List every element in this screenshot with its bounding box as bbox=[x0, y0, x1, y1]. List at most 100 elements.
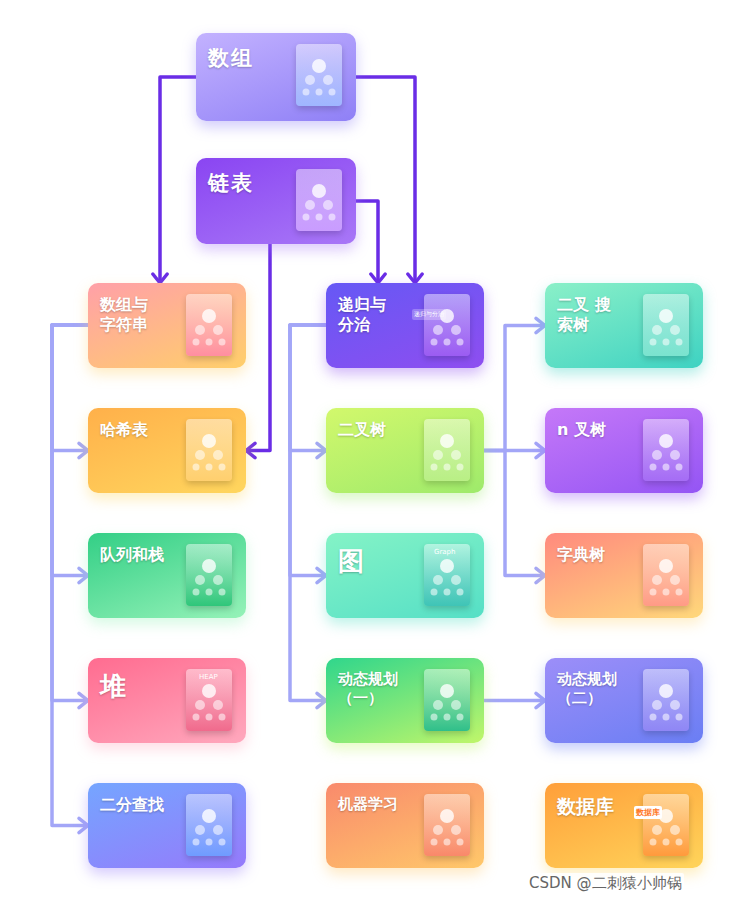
thumbnail-dot bbox=[195, 575, 205, 585]
thumbnail-dot bbox=[444, 839, 451, 846]
thumbnail-dot bbox=[329, 89, 336, 96]
thumbnail-dot bbox=[457, 714, 464, 721]
thumbnail-art bbox=[186, 794, 232, 856]
thumbnail-art bbox=[424, 669, 470, 731]
thumbnail-dot bbox=[213, 325, 223, 335]
topic-title: 数据库 bbox=[545, 783, 625, 819]
thumbnail-dot bbox=[670, 700, 680, 710]
topic-card: 链表 bbox=[196, 158, 356, 244]
topic-title: 动态规划 （二） bbox=[545, 658, 625, 708]
thumbnail-dot bbox=[193, 339, 200, 346]
thumbnail-art bbox=[186, 294, 232, 356]
thumbnail-dot bbox=[431, 339, 438, 346]
thumbnail-dot bbox=[193, 839, 200, 846]
thumbnail-dot bbox=[323, 75, 333, 85]
topic-title: 链表 bbox=[196, 158, 278, 196]
thumbnail-dot bbox=[433, 325, 443, 335]
topic-title: 图 bbox=[326, 533, 406, 578]
thumbnail-dot bbox=[676, 714, 683, 721]
topic-thumbnail bbox=[643, 669, 689, 731]
topic-card: 动态规划 （二） bbox=[545, 658, 703, 743]
thumbnail-dot bbox=[652, 575, 662, 585]
thumbnail-dot bbox=[433, 575, 443, 585]
arrow-head bbox=[79, 818, 88, 832]
thumbnail-dot bbox=[451, 825, 461, 835]
thumbnail-dot bbox=[316, 89, 323, 96]
thumbnail-dot bbox=[202, 309, 216, 323]
topic-thumbnail bbox=[186, 419, 232, 481]
thumbnail-art bbox=[186, 419, 232, 481]
thumbnail-dot bbox=[312, 59, 326, 73]
thumbnail-dot bbox=[451, 450, 461, 460]
topic-card: 数据库 bbox=[545, 783, 703, 868]
arrow-head bbox=[79, 443, 88, 457]
connector-line bbox=[290, 325, 326, 701]
thumbnail-art bbox=[424, 794, 470, 856]
topic-card: 队列和栈 bbox=[88, 533, 246, 618]
thumbnail-dot bbox=[193, 589, 200, 596]
topic-thumbnail bbox=[424, 419, 470, 481]
topic-title: 二分查找 bbox=[88, 783, 168, 815]
arrow-head bbox=[371, 274, 385, 283]
thumbnail-label: Graph bbox=[432, 547, 457, 557]
thumbnail-label: 递归与分治 bbox=[412, 309, 446, 320]
thumbnail-dot bbox=[440, 559, 454, 573]
topic-title: 哈希表 bbox=[88, 408, 168, 440]
watermark: CSDN @二刺猿小帅锅 bbox=[527, 873, 684, 894]
topic-thumbnail bbox=[643, 294, 689, 356]
thumbnail-dot bbox=[219, 839, 226, 846]
thumbnail-art bbox=[643, 794, 689, 856]
topic-card: 二叉树 bbox=[326, 408, 484, 493]
topic-thumbnail bbox=[424, 794, 470, 856]
topic-card: 机器学习 bbox=[326, 783, 484, 868]
topic-thumbnail bbox=[296, 44, 342, 106]
arrow-head bbox=[79, 568, 88, 582]
connector-line bbox=[290, 325, 326, 576]
arrow-head bbox=[536, 568, 545, 582]
thumbnail-dot bbox=[670, 450, 680, 460]
thumbnail-dot bbox=[659, 309, 673, 323]
topic-thumbnail bbox=[424, 669, 470, 731]
topic-title: 递归与 分治 bbox=[326, 283, 406, 335]
topic-card: 数组 bbox=[196, 33, 356, 121]
topic-card: 二叉 搜索树 bbox=[545, 283, 703, 368]
thumbnail-art bbox=[643, 544, 689, 606]
thumbnail-dot bbox=[303, 214, 310, 221]
thumbnail-art bbox=[643, 669, 689, 731]
connector-line bbox=[52, 325, 88, 576]
thumbnail-art bbox=[186, 544, 232, 606]
connector-line bbox=[52, 325, 88, 701]
thumbnail-dot bbox=[323, 200, 333, 210]
topic-card: 图 bbox=[326, 533, 484, 618]
thumbnail-dot bbox=[650, 839, 657, 846]
thumbnail-dot bbox=[219, 464, 226, 471]
connector-line bbox=[246, 244, 270, 451]
thumbnail-dot bbox=[440, 809, 454, 823]
thumbnail-dot bbox=[670, 325, 680, 335]
thumbnail-dot bbox=[206, 714, 213, 721]
topic-title: 动态规划 （一） bbox=[326, 658, 406, 708]
connector-arrow bbox=[153, 77, 196, 283]
thumbnail-dot bbox=[676, 839, 683, 846]
topic-card: n 叉树 bbox=[545, 408, 703, 493]
thumbnail-dot bbox=[676, 589, 683, 596]
topic-title: 字典树 bbox=[545, 533, 625, 565]
thumbnail-dot bbox=[652, 450, 662, 460]
connector-arrow bbox=[52, 325, 88, 583]
connector-arrow bbox=[484, 451, 545, 583]
thumbnail-label: HEAP bbox=[197, 672, 220, 682]
thumbnail-dot bbox=[676, 339, 683, 346]
topic-thumbnail bbox=[643, 419, 689, 481]
arrow-head bbox=[317, 693, 326, 707]
thumbnail-dot bbox=[193, 464, 200, 471]
thumbnail-label: 数据库 bbox=[634, 806, 662, 819]
connector-arrow bbox=[356, 77, 422, 283]
topic-thumbnail bbox=[643, 794, 689, 856]
thumbnail-dot bbox=[195, 450, 205, 460]
topic-card: 数组与 字符串 bbox=[88, 283, 246, 368]
topic-card: 堆 bbox=[88, 658, 246, 743]
thumbnail-dot bbox=[451, 575, 461, 585]
thumbnail-dot bbox=[195, 825, 205, 835]
topic-thumbnail bbox=[424, 294, 470, 356]
thumbnail-dot bbox=[670, 825, 680, 835]
